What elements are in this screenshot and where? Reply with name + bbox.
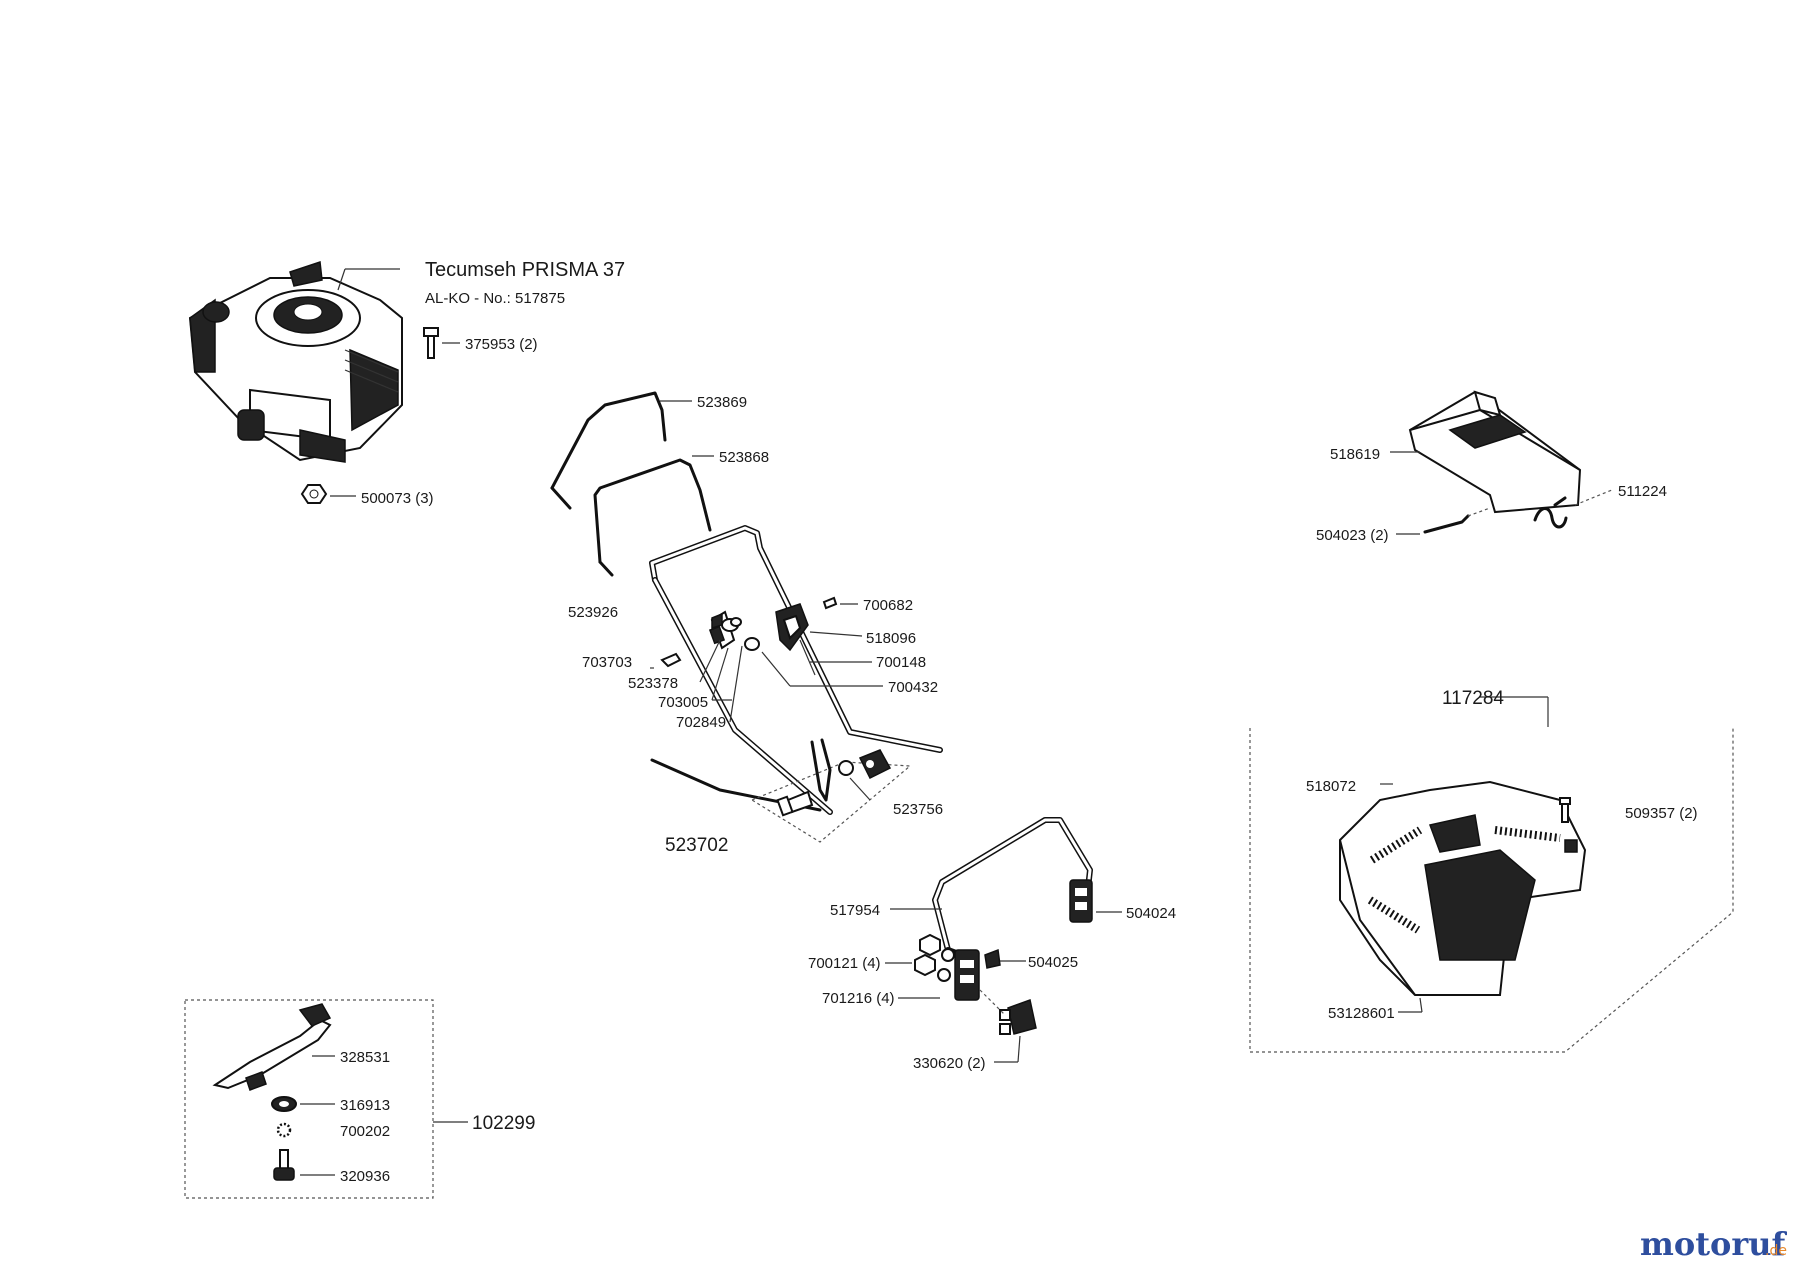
nuts-washers-illustration	[914, 933, 1001, 982]
control-cluster-illustration	[660, 596, 838, 676]
blade-kit-box	[184, 999, 434, 1199]
label-523869: 523869	[697, 394, 747, 411]
label-117284: 117284	[1442, 688, 1504, 709]
handle-523702-illustration	[649, 525, 943, 815]
engine-subtitle: AL-KO - No.: 517875	[425, 290, 565, 307]
label-523926: 523926	[568, 604, 618, 621]
engine-illustration	[188, 260, 403, 463]
label-518619: 518619	[1330, 446, 1380, 463]
screw-509357-illustration	[1559, 797, 1571, 823]
label-328531: 328531	[340, 1049, 390, 1066]
nut-500073-illustration	[300, 484, 328, 504]
label-517954: 517954	[830, 902, 880, 919]
label-702849: 702849	[676, 714, 726, 731]
bolt-330620-illustration	[979, 989, 1037, 1035]
label-703005: 703005	[658, 694, 708, 711]
label-500073: 500073 (3)	[361, 490, 434, 507]
catcher-kit-box	[1249, 726, 1734, 1053]
bolt-320936-illustration	[273, 1149, 295, 1181]
svg-text:motoruf: motoruf	[1640, 1225, 1787, 1263]
label-700202: 700202	[340, 1123, 390, 1140]
label-523702: 523702	[665, 835, 728, 856]
label-102299: 102299	[472, 1113, 535, 1134]
bail-523869-illustration	[550, 391, 667, 510]
label-700148: 700148	[876, 654, 926, 671]
spring-511224-illustration	[1533, 496, 1568, 529]
label-523868: 523868	[719, 449, 769, 466]
label-703703: 703703	[582, 654, 632, 671]
bail-523868-illustration	[593, 458, 712, 577]
label-700121: 700121 (4)	[808, 955, 881, 972]
label-518072: 518072	[1306, 778, 1356, 795]
label-509357: 509357 (2)	[1625, 805, 1698, 822]
label-701216: 701216 (4)	[822, 990, 895, 1007]
label-518096: 518096	[866, 630, 916, 647]
label-511224: 511224	[1618, 483, 1667, 500]
label-504024: 504024	[1126, 905, 1176, 922]
washer-700202-illustration	[276, 1122, 292, 1138]
svg-text:.de: .de	[1765, 1243, 1787, 1259]
label-700682: 700682	[863, 597, 913, 614]
label-523756: 523756	[893, 801, 943, 818]
label-700432: 700432	[888, 679, 938, 696]
catcher-518072-illustration	[1339, 780, 1587, 996]
motoruf-logo: motoruf .de	[1640, 1225, 1787, 1263]
clamp-523756-illustration	[750, 738, 912, 843]
rod-504023-illustration	[1423, 507, 1491, 534]
blade-328531-illustration	[212, 1003, 332, 1091]
washer-316913-illustration	[271, 1096, 297, 1112]
flap-518619-illustration	[1408, 390, 1582, 514]
label-504023: 504023 (2)	[1316, 527, 1389, 544]
label-375953: 375953 (2)	[465, 336, 538, 353]
engine-title: Tecumseh PRISMA 37	[425, 259, 625, 281]
label-320936: 320936	[340, 1168, 390, 1185]
label-504025: 504025	[1028, 954, 1078, 971]
bolt-375953-illustration	[423, 327, 439, 359]
label-316913: 316913	[340, 1097, 390, 1114]
label-53128601: 53128601	[1328, 1005, 1395, 1022]
frame-517954-illustration	[932, 817, 1093, 1001]
label-330620: 330620 (2)	[913, 1055, 986, 1072]
label-523378: 523378	[628, 675, 678, 692]
